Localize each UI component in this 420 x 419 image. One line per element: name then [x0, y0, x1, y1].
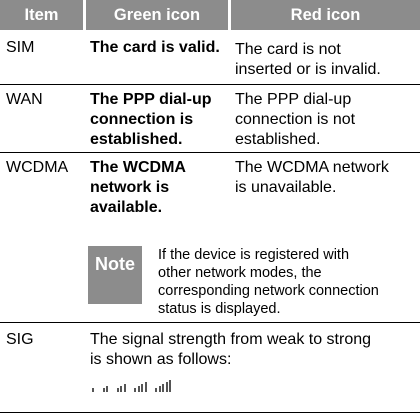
row-wan-green: The PPP dial-up connection is establishe… [90, 91, 212, 148]
signal-bar [106, 386, 108, 392]
row-divider [0, 152, 420, 153]
row-wcdma-item: WCDMA [6, 159, 69, 176]
signal-level-5-icon [155, 380, 173, 392]
row-wcdma-green: The WCDMA network is available. [90, 159, 186, 216]
signal-bar [165, 382, 168, 392]
signal-level-3-icon [116, 384, 128, 392]
note-label: Note [88, 246, 142, 304]
signal-level-2-icon [102, 386, 110, 392]
signal-bar [134, 388, 136, 392]
header-red-icon: Red icon [231, 0, 420, 30]
row-divider [0, 84, 420, 85]
row-sim-green: The card is valid. [90, 39, 220, 56]
signal-bar [155, 388, 157, 392]
header-green-icon: Green icon [86, 0, 228, 30]
row-wcdma-red: The WCDMA network is unavailable. [235, 159, 389, 196]
signal-bar [144, 382, 147, 392]
signal-bar [158, 386, 161, 392]
row-sig-item: SIG [6, 331, 34, 348]
row-sig-text: The signal strength from weak to strong … [90, 331, 372, 368]
signal-strength-bars-icon [92, 378, 180, 392]
row-wan-red: The PPP dial-up connection is not establ… [235, 91, 356, 148]
signal-bar [169, 380, 171, 392]
signal-bar [116, 388, 119, 392]
row-sim-item: SIM [6, 39, 35, 56]
signal-bar [92, 388, 94, 392]
header-item: Item [0, 0, 83, 30]
row-divider [0, 412, 420, 413]
signal-bar [137, 386, 140, 392]
note-text: If the device is registered with other n… [158, 247, 379, 317]
row-divider [0, 322, 420, 323]
row-sim-red: The card is not inserted or is invalid. [235, 41, 381, 78]
row-wan-item: WAN [6, 91, 43, 108]
signal-bar [123, 384, 126, 392]
signal-bar [141, 384, 143, 392]
signal-bar [102, 388, 105, 392]
signal-level-4-icon [134, 382, 148, 392]
signal-bar [162, 384, 164, 392]
signal-level-1-icon [92, 388, 96, 392]
signal-bar [120, 386, 122, 392]
